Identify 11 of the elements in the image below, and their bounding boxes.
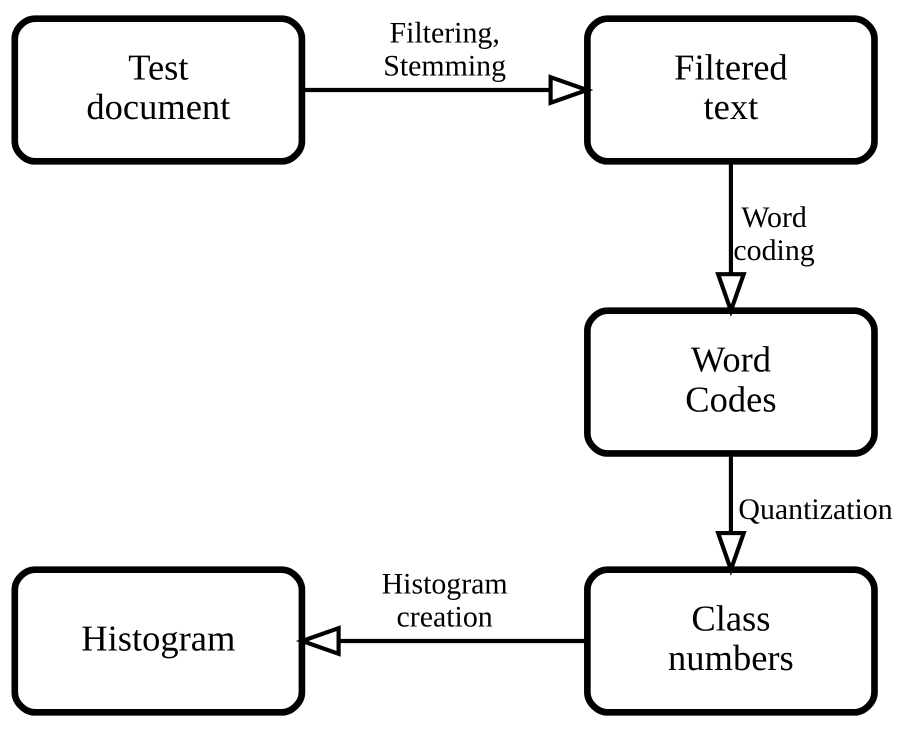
node-box: Filtered text <box>584 14 878 164</box>
arrow <box>302 74 594 106</box>
edge-label: Filtering, Stemming <box>383 16 506 82</box>
arrow <box>296 624 588 656</box>
node-box: Word Codes <box>584 306 878 456</box>
node-box: Test document <box>11 14 306 164</box>
node-box: Histogram <box>11 566 306 716</box>
node-box: Class numbers <box>584 566 878 716</box>
edge-label: Quantization <box>738 492 893 526</box>
edge-label: Word coding <box>733 200 815 266</box>
edge-label: Histogram creation <box>382 567 508 634</box>
